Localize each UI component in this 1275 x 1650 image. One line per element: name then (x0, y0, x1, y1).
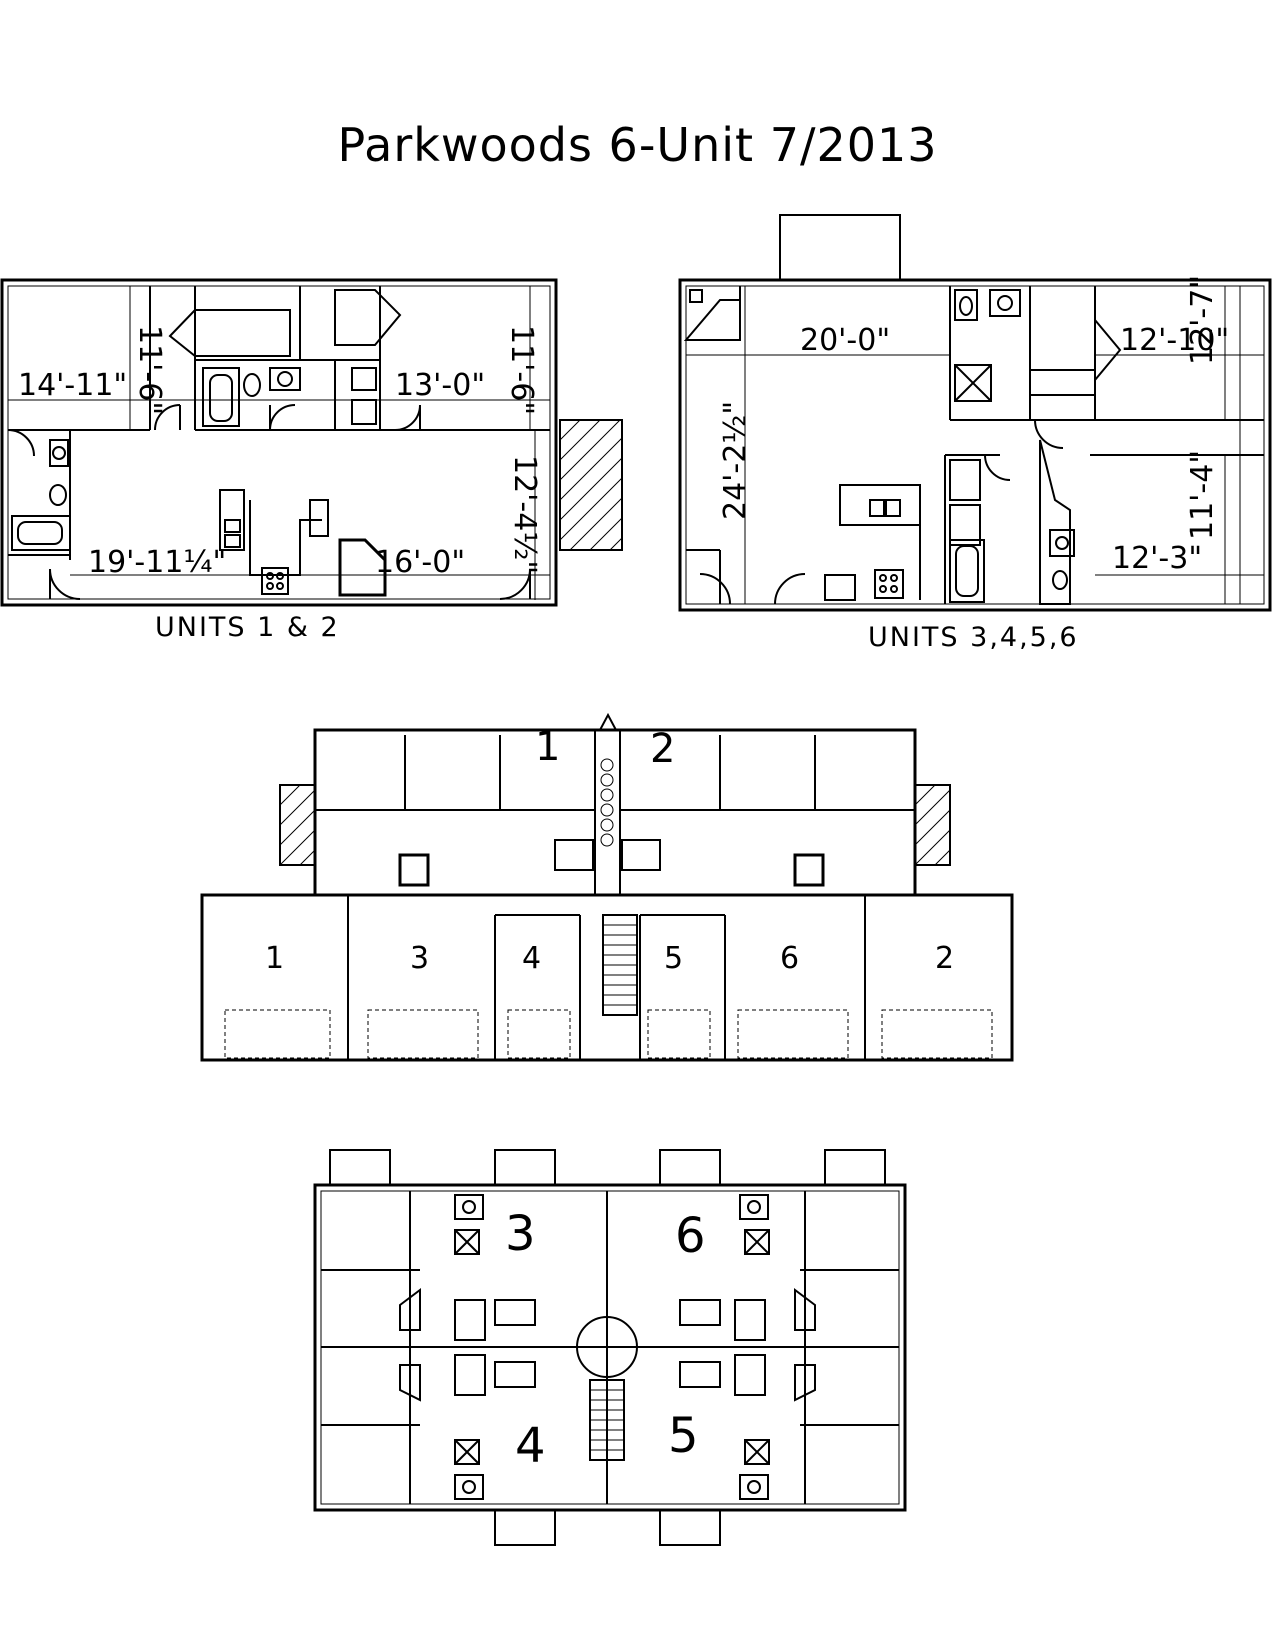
plan-units-1-2 (0, 278, 623, 607)
dim-a-living-width: 16'-0" (375, 545, 465, 580)
caption-units-1-2: UNITS 1 & 2 (155, 612, 340, 643)
dim-a-bedroom-left-width: 14'-11" (18, 368, 127, 403)
second-floor-plan (313, 1149, 907, 1546)
dim-a-kitchen-width: 19'-11¼" (88, 545, 226, 580)
caption-units-3-6: UNITS 3,4,5,6 (868, 622, 1079, 653)
porch-hatch (559, 419, 623, 551)
garage-number-1: 1 (265, 941, 284, 976)
unit-number-6: 6 (675, 1208, 706, 1264)
garage-number-3: 3 (410, 941, 429, 976)
plan-units-3-4-5-6 (678, 214, 1272, 612)
garage-number-4: 4 (522, 941, 541, 976)
unit-number-4: 4 (515, 1418, 546, 1474)
dim-b-living-depth: 24'-2½" (718, 401, 753, 520)
dim-b-bedroom-top-depth: 12'-7" (1185, 275, 1220, 365)
garage-number-6: 6 (780, 941, 799, 976)
dim-a-living-depth: 12'-4½" (507, 455, 542, 574)
dim-b-bedroom-bottom-width: 12'-3" (1112, 541, 1202, 576)
dim-a-bedroom-right-width: 13'-0" (395, 368, 485, 403)
dim-b-bedroom-bottom-depth: 11'-4" (1185, 450, 1220, 540)
first-floor-plan (200, 712, 1014, 1062)
unit-number-5: 5 (668, 1408, 699, 1464)
unit-number-1: 1 (535, 724, 560, 770)
dim-b-bedroom-top-width: 12'-10" (1120, 323, 1229, 358)
unit-number-2: 2 (650, 726, 675, 772)
page-title: Parkwoods 6-Unit 7/2013 (337, 118, 938, 172)
dim-a-bedroom-left-depth: 11'-6" (132, 325, 167, 415)
unit-number-3: 3 (505, 1206, 536, 1262)
dim-a-bedroom-right-depth: 11'-6" (504, 325, 539, 415)
garage-number-2: 2 (935, 941, 954, 976)
garage-number-5: 5 (664, 941, 683, 976)
dim-b-living-width: 20'-0" (800, 323, 890, 358)
